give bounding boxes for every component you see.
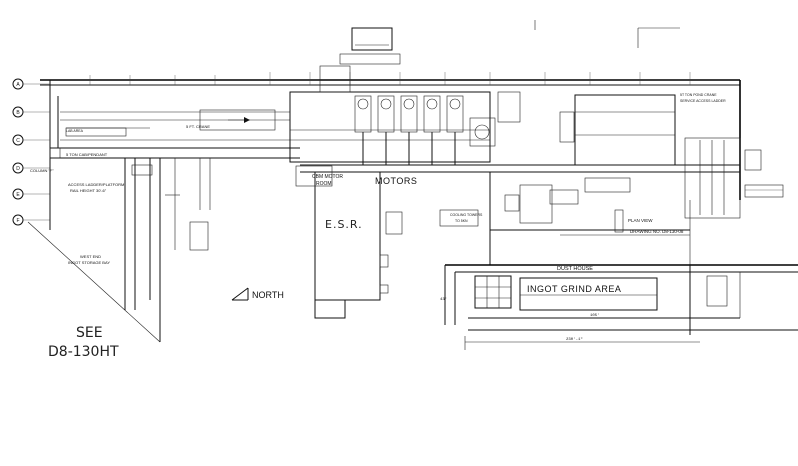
- lab-area-label: LAB AREA: [66, 129, 84, 133]
- west-storage-bay: [27, 147, 211, 343]
- east-equipment: [489, 94, 784, 265]
- grid-bubble-c: C: [16, 138, 20, 144]
- north-annex: [339, 20, 680, 65]
- grid-bubbles: A B C D E F: [12, 78, 50, 226]
- access-ladder-label-1: ACCESS LADDER/PLATFORM: [68, 182, 124, 187]
- dimension-230ft: 230'-1": [566, 337, 583, 342]
- pendant-label: 5 TON CAB/PENDANT: [66, 152, 108, 157]
- pond-crane-label-1: 5T TON POND CRANE: [680, 93, 717, 97]
- grid-bubble-f: F: [16, 218, 19, 224]
- see-reference-label: D8-130HT: [48, 344, 119, 360]
- cbm-motor-room-label-2: ROOM: [316, 181, 332, 187]
- esr-building: [295, 165, 479, 319]
- grid-bubble-a: A: [16, 82, 20, 88]
- west-end-label-1: WEST END: [80, 254, 101, 259]
- west-end-label-2: INGOT STORAGE BAY: [68, 260, 110, 265]
- dimension-105ft: 105': [590, 313, 600, 318]
- esr-label: E.S.R.: [325, 218, 363, 231]
- south-building: [444, 264, 798, 350]
- cooling-towers-label-1: COOLING TOWERS: [450, 213, 483, 217]
- drawing-number-label: DRAWING NO. D8-130-08: [630, 229, 684, 234]
- dust-house-label: DUST HOUSE: [557, 266, 593, 272]
- cbm-motor-room-label-1: CBM MOTOR: [312, 174, 343, 180]
- see-label: SEE: [76, 325, 103, 341]
- crane-label: 5 FT. CRANE: [186, 124, 210, 129]
- process-line: [289, 65, 740, 173]
- grid-bubble-d: D: [16, 166, 20, 172]
- motors-label: MOTORS: [375, 176, 417, 186]
- north-arrow: [231, 287, 249, 301]
- grid-bubble-e: E: [16, 192, 20, 198]
- ingot-grind-area-label: INGOT GRIND AREA: [527, 284, 621, 294]
- column-label: COLUMN "F": [30, 168, 54, 173]
- access-ladder-label-2: RAIL HEIGHT 30'-6": [70, 188, 107, 193]
- dimension-43ft: 43': [440, 297, 447, 302]
- grid-bubble-b: B: [16, 110, 20, 116]
- north-label: NORTH: [252, 290, 284, 300]
- cooling-towers-label-2: TO 5KN: [455, 219, 468, 223]
- plan-view-label: PLAN VIEW: [628, 218, 653, 223]
- pond-crane-label-2: SERVICE ACCESS LADDER: [680, 99, 726, 103]
- main-building-outline: [40, 72, 741, 220]
